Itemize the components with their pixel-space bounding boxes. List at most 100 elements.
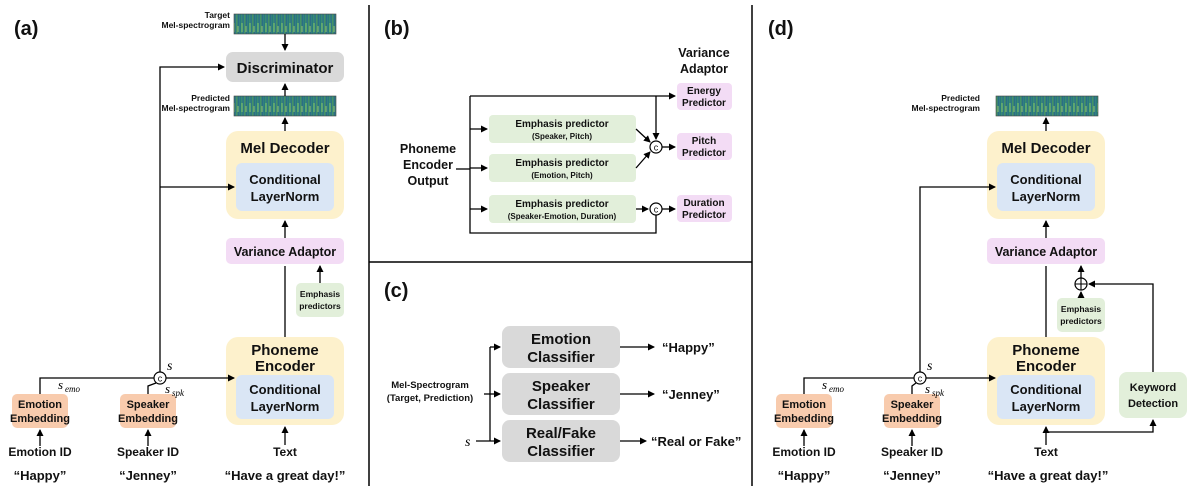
ep2-title: Emphasis predictor (515, 158, 608, 169)
phoneme-encoder-label: Phoneme (1012, 342, 1080, 359)
ep3-title: Emphasis predictor (515, 199, 608, 210)
encoder-cln-label: LayerNorm (251, 399, 320, 414)
panel-d: Predicted Mel-spectrogram Mel Decoder Co… (772, 93, 1187, 483)
target-mel-label: Target (205, 10, 231, 20)
predicted-mel-label: Mel-spectrogram (912, 103, 981, 113)
speaker-example: “Jenney” (119, 468, 177, 483)
speaker-embedding-block (120, 394, 176, 428)
variance-adaptor-title: Variance (678, 46, 729, 60)
energy-predictor-label: Predictor (682, 98, 726, 109)
emotion-classifier-label: Classifier (527, 349, 595, 366)
energy-predictor-label: Energy (687, 86, 721, 97)
s-emo-label: s (58, 377, 63, 392)
realfake-classifier-label: Classifier (527, 443, 595, 460)
emotion-embedding-label: Emotion (18, 399, 62, 411)
emotion-id-label: Emotion ID (772, 445, 836, 459)
emotion-example: “Happy” (14, 468, 67, 483)
text-example: “Have a great day!” (988, 468, 1109, 483)
emotion-id-label: Emotion ID (8, 445, 72, 459)
phoneme-encoder-label: Encoder (1016, 358, 1076, 375)
speaker-id-label: Speaker ID (117, 445, 179, 459)
keyword-detection-label: Keyword (1130, 382, 1176, 394)
s-emo-label: s (822, 377, 827, 392)
emotion-embedding-label: Emotion (782, 399, 826, 411)
phoneme-output-label: Output (408, 174, 450, 188)
encoder-conditional-layernorm (236, 375, 334, 419)
speaker-classifier-label: Classifier (527, 396, 595, 413)
predicted-mel-label: Predicted (941, 93, 980, 103)
target-mel-label: Mel-spectrogram (162, 20, 231, 30)
s-spk-subscript: spk (932, 388, 945, 398)
emphasis-label: predictors (1060, 316, 1102, 326)
predicted-mel-label: Mel-spectrogram (162, 103, 231, 113)
arrow (635, 128, 651, 143)
mel-decoder-label: Mel Decoder (240, 140, 329, 157)
discriminator-label: Discriminator (237, 60, 334, 77)
line (39, 377, 154, 394)
predicted-mel-label: Predicted (191, 93, 230, 103)
s-spk-subscript: spk (172, 388, 185, 398)
ep1-sub: (Speaker, Pitch) (532, 132, 592, 141)
duration-predictor-block (677, 195, 732, 222)
realfake-classifier-label: Real/Fake (526, 425, 596, 442)
variance-adaptor-label: Variance Adaptor (234, 245, 336, 259)
s-label: s (927, 359, 933, 374)
s-emo-subscript: emo (65, 384, 80, 394)
speaker-example: “Jenney” (883, 468, 941, 483)
pitch-predictor-label: Predictor (682, 148, 726, 159)
line (469, 96, 657, 234)
text-input-label: Text (1034, 445, 1058, 459)
variance-adaptor-block (226, 238, 344, 264)
emphasis-predictors-block (296, 283, 344, 317)
predicted-spectrogram (233, 95, 337, 117)
panel-label-c: (c) (384, 280, 408, 302)
out-emotion: “Happy” (662, 340, 715, 355)
decoder-conditional-layernorm (236, 163, 334, 211)
target-spectrogram (233, 13, 337, 35)
variance-adaptor-title: Adaptor (680, 62, 728, 76)
concat-symbol: c (918, 374, 923, 384)
arrow (919, 183, 996, 372)
emphasis-label: predictors (299, 301, 341, 311)
phoneme-output-label: Phoneme (400, 142, 456, 156)
s-spk-label: s (165, 381, 170, 396)
discriminator-block (226, 52, 344, 82)
panel-label-d: (d) (768, 18, 794, 40)
text-example: “Have a great day!” (225, 468, 346, 483)
s-label: s (167, 359, 173, 374)
speaker-embedding-label: Speaker (891, 399, 935, 411)
emotion-classifier-block (502, 326, 620, 368)
line (147, 382, 157, 394)
panel-b: Variance Adaptor Energy Predictor Pitch … (400, 46, 732, 234)
decoder-cln-label: Conditional (1010, 172, 1082, 187)
add-node-plus (1075, 278, 1087, 290)
phoneme-output-label: Encoder (403, 158, 453, 172)
line (911, 382, 917, 394)
emotion-example: “Happy” (778, 468, 831, 483)
concat-symbol: c (654, 205, 659, 215)
mel-decoder-label: Mel Decoder (1001, 140, 1090, 157)
emotion-embedding-block (12, 394, 68, 428)
speaker-embedding-label: Embedding (118, 413, 178, 425)
emotion-embedding-label: Embedding (10, 413, 70, 425)
phoneme-encoder-label: Phoneme (251, 342, 319, 359)
encoder-cln-label: LayerNorm (1012, 399, 1081, 414)
arrow (159, 63, 225, 372)
speaker-classifier-label: Speaker (532, 378, 591, 395)
decoder-cln-label: LayerNorm (1012, 189, 1081, 204)
duration-predictor-label: Predictor (682, 210, 726, 221)
speaker-embedding-label: Speaker (127, 399, 171, 411)
speaker-embedding-label: Embedding (882, 413, 942, 425)
encoder-conditional-layernorm (997, 375, 1095, 419)
emphasis-predictor-3 (489, 195, 636, 223)
decoder-cln-label: LayerNorm (251, 189, 320, 204)
out-realfake: “Real or Fake” (651, 434, 741, 449)
ep3-sub: (Speaker-Emotion, Duration) (508, 212, 617, 221)
energy-predictor-block (677, 83, 732, 110)
panel-label-b: (b) (384, 18, 410, 40)
speaker-id-label: Speaker ID (881, 445, 943, 459)
panel-a: Target Mel-spectrogram Discriminator Pre… (8, 10, 345, 483)
variance-adaptor-label: Variance Adaptor (995, 245, 1097, 259)
arrow (1088, 280, 1154, 372)
